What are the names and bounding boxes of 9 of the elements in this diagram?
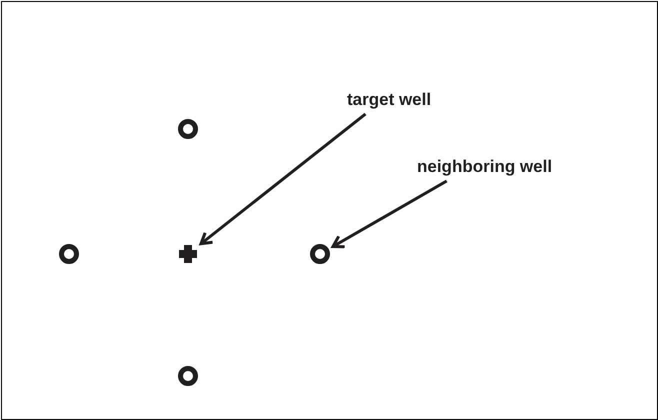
well-ring xyxy=(177,118,199,140)
callout-label: neighboring well xyxy=(417,157,552,177)
well-ring xyxy=(309,243,331,265)
target-well-cross xyxy=(177,243,199,265)
well-ring xyxy=(177,365,199,387)
callout-label: target well xyxy=(347,90,432,110)
well-ring xyxy=(58,243,80,265)
leader-arrow xyxy=(332,180,448,248)
leader-arrow xyxy=(200,112,366,246)
